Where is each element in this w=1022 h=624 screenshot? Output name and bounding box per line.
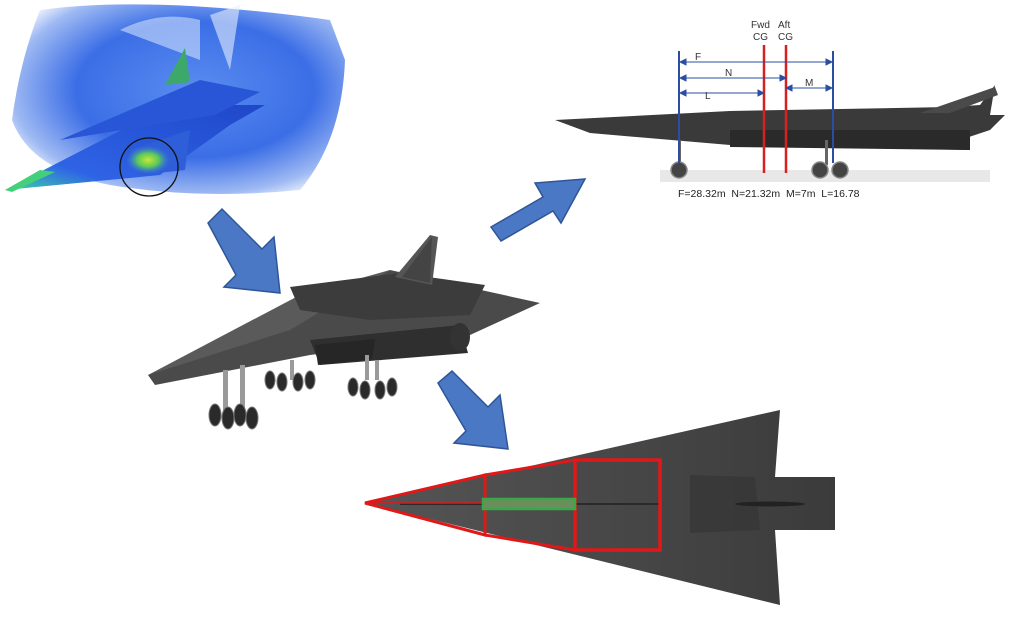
fwd-cg-label-line1: Fwd — [751, 20, 770, 31]
aft-cg-label-line1: Aft — [778, 20, 790, 31]
aircraft-planform — [365, 410, 835, 605]
fuel-tank-highlight — [481, 497, 577, 511]
cg-location-diagram: F N L M Fwd CG Aft CG F=28.32m N=21.32m … — [550, 15, 1015, 205]
dim-label-n: N — [725, 68, 732, 79]
aircraft-3d-model-panel — [140, 225, 550, 445]
flow-arrow-icon — [432, 365, 522, 455]
cfd-simulation-image — [5, 4, 345, 197]
cfd-simulation-panel — [0, 0, 350, 205]
planform-layout-panel — [360, 405, 840, 610]
flow-arrow-icon — [485, 165, 590, 245]
aircraft-3d-model-image — [148, 235, 540, 430]
dim-label-f: F — [695, 52, 701, 63]
nose-wheel — [670, 161, 688, 179]
dim-label-m: M — [805, 78, 813, 89]
dim-label-l: L — [705, 91, 711, 102]
aft-cg-label-line2: CG — [778, 32, 793, 43]
fwd-cg-label-line2: CG — [753, 32, 768, 43]
flow-arrow-icon — [200, 205, 295, 300]
dimensions-caption: F=28.32m N=21.32m M=7m L=16.78 — [678, 188, 860, 200]
